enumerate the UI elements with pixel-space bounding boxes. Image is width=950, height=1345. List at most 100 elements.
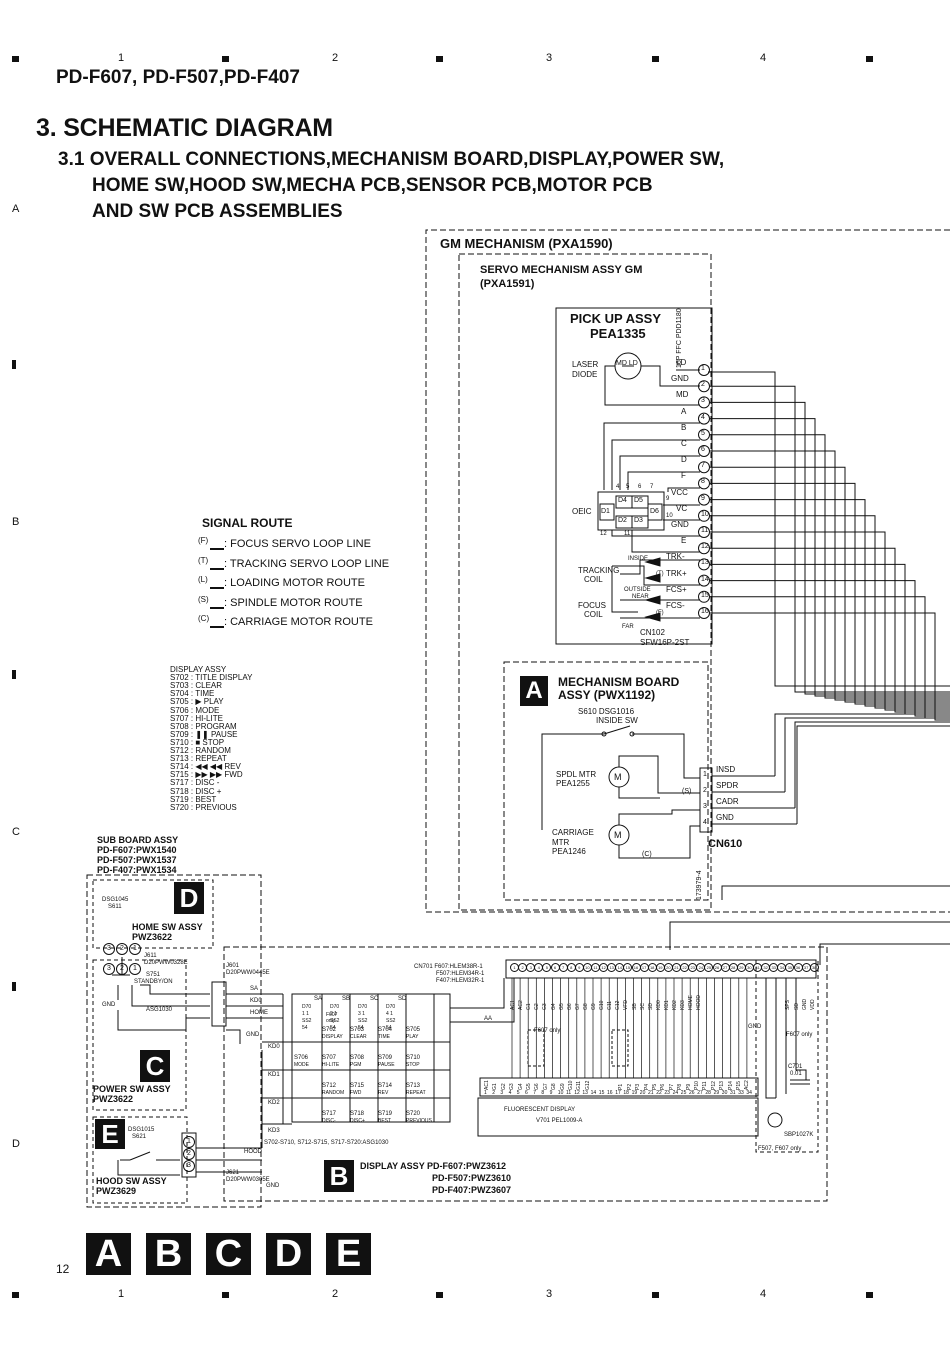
far-label: FAR (622, 624, 634, 630)
key-switch-name: STOP (406, 1062, 420, 1068)
carr-motor-m: M (614, 830, 622, 840)
display-line-label: SA (250, 986, 259, 992)
cn102-pin-label: GND (671, 374, 689, 384)
grid-col-number: 3 (546, 52, 553, 64)
servo-label-2: (PXA1591) (480, 278, 535, 290)
bottom-letter: E (326, 1233, 371, 1275)
inside-sw-label: INSIDE SW (596, 716, 638, 725)
hood-sw-title-2: PWZ3629 (96, 1186, 137, 1196)
cn102-pin-number: 13 (701, 559, 709, 567)
bottom-letter: C (206, 1233, 251, 1275)
fl-pin-number: 18 (623, 1090, 629, 1096)
cn102-pin-label: MD (676, 390, 689, 400)
cn102-pin-circle (698, 396, 710, 409)
key-switch-id: S707 (322, 1055, 337, 1061)
display-key-item: S705 : ▶ PLAY (170, 697, 224, 707)
display-j601: J601 (226, 963, 240, 969)
signal-route-text: : FOCUS SERVO LOOP LINE (224, 538, 371, 550)
fl-pin-number: 22 (656, 1090, 662, 1096)
fl-pin-label: G4 (517, 1083, 524, 1090)
grid-col-number: 3 (546, 1288, 553, 1300)
cn102-signal-line (710, 499, 950, 707)
cn701-pin-label: G7 (574, 1003, 581, 1010)
sub-board-l1: PD-F607:PWX1540 (97, 845, 177, 855)
cn102-pin-number: 16 (701, 608, 709, 615)
cn102-pin-circle (698, 477, 710, 490)
laser-label-2: DIODE (572, 370, 598, 379)
oeic-pin-number: 12 (600, 531, 607, 537)
key-switch-id: S713 (406, 1083, 421, 1089)
display-key-item: S719 : BEST (170, 794, 217, 804)
fl-pin-number: 8 (541, 1090, 545, 1096)
cn701-l2: F507:HLEM34R-1 (436, 971, 485, 977)
home-sw-letter: D (174, 882, 204, 914)
grid-col-number: 2 (332, 52, 339, 64)
fl-pin-label: G5 (526, 1083, 532, 1090)
key-switch-id: S705 (406, 1027, 421, 1033)
v701-label: V701 PEL1009-A (536, 1118, 583, 1124)
fl-pin-number: 29 (713, 1090, 720, 1096)
outside-label: OUTSIDE (624, 587, 651, 593)
fl-pin-number: 16 (607, 1090, 613, 1096)
cn102-signal-line (710, 547, 950, 713)
power-s751: S751 (146, 972, 161, 978)
grid-row-marker (12, 360, 16, 369)
display-key-item: S704 : TIME (170, 689, 215, 699)
display-line-label: HOME (250, 1010, 268, 1016)
f607-only-label: F607 only (326, 1012, 338, 1024)
fl-pin-number: 3 (500, 1090, 504, 1096)
cn102-pin-circle (698, 542, 710, 555)
spdl-label-1: SPDL MTR (556, 770, 597, 779)
cn102-signal-line (710, 434, 950, 699)
page-number: 12 (56, 1262, 70, 1276)
key-switch-id: S718 (350, 1111, 365, 1117)
grid-row-marker (12, 670, 16, 679)
sa-column-label: SD (398, 996, 407, 1002)
cn102-pin-number: 8 (701, 478, 705, 486)
key-switch-id: S719 (378, 1111, 393, 1117)
connector-pin: 1 (129, 963, 141, 975)
grid-col-number: 1 (118, 1288, 125, 1300)
cn701-pin-label: G9 (591, 1003, 597, 1010)
spdl-motor-m: M (614, 772, 622, 782)
signal-route-arrow (210, 601, 224, 609)
cn102-pin-label: C (681, 439, 687, 448)
oeic-cell-label: D3 (634, 517, 643, 524)
key-switch-name: DISC+ (350, 1118, 365, 1124)
sub-board-title: SUB BOARD ASSY (97, 835, 179, 845)
focus-label-1: FOCUS (578, 601, 606, 610)
cn102-pin-label: GND (671, 520, 689, 529)
mech-board-frame (503, 661, 709, 901)
cn102-pin-number: 15 (701, 591, 709, 599)
fl-pin-number: 23 (664, 1090, 670, 1096)
oeic-pin-number: 10 (666, 513, 673, 519)
c-mark: (C) (642, 851, 652, 858)
cn102-pin-label: LD (676, 358, 687, 367)
pickup-title-1: PICK UP ASSY (570, 311, 662, 326)
fl-pin-label: P8 (677, 1083, 684, 1090)
pickup-frame (555, 307, 713, 645)
cn102-pin-number: 2 (701, 381, 705, 389)
focus-label-2: COIL (584, 610, 603, 619)
cn102-pin-label: FCS+ (666, 584, 687, 594)
cn701-pin-label: GND (801, 998, 808, 1010)
oeic-pin-number: 11 (624, 531, 631, 537)
sub-board-l3: PD-F407:PWX1534 (97, 865, 177, 875)
cn102-pin-label: VCC (671, 487, 688, 497)
grid-square-marker (866, 1292, 873, 1298)
oeic-cell-label: D5 (634, 497, 643, 504)
cn102-label-2: SFW16P-2ST (640, 638, 690, 647)
display-key-item: S720 : PREVIOUS (170, 802, 237, 812)
fl-pin-number: 28 (705, 1090, 711, 1096)
fl-pin-label: G12 (584, 1080, 591, 1090)
cn102-label-1: CN102 (640, 628, 665, 637)
fl-pin-number: 25 (680, 1090, 687, 1096)
hood-sw-letter: E (95, 1119, 125, 1149)
pickup-title-2: PEA1335 (590, 326, 646, 341)
cn701-pin-label: VFD (623, 1000, 630, 1010)
fl-pin-label: P1 (618, 1083, 625, 1090)
signal-route-symbol: (T) (198, 555, 209, 565)
hood-sw-title-1: HOOD SW ASSY (96, 1176, 167, 1186)
fl-pin-number: 10 (557, 1090, 564, 1096)
grid-square-marker (12, 56, 19, 62)
